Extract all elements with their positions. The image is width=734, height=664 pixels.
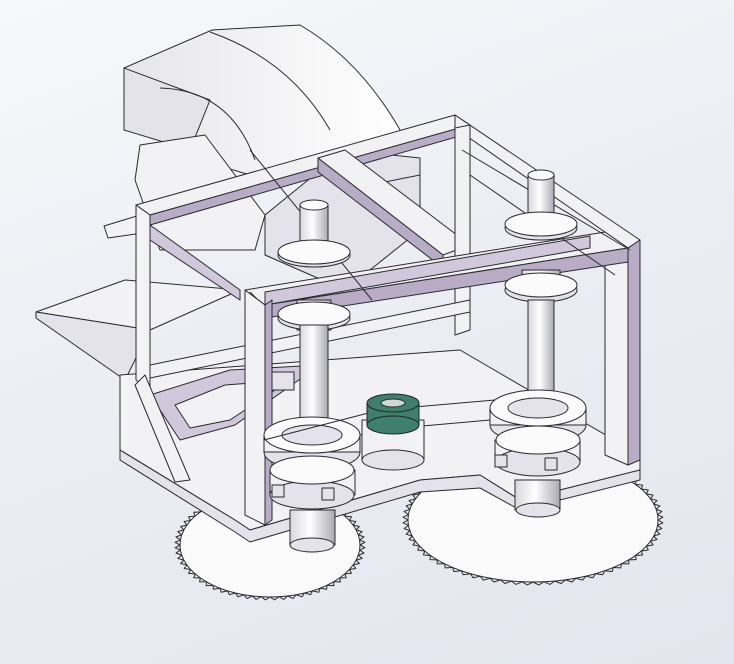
saw-tooth xyxy=(650,498,658,505)
saw-tooth xyxy=(621,559,630,565)
drive-pulley xyxy=(361,393,425,471)
saw-tooth xyxy=(470,573,481,579)
saw-tooth xyxy=(333,577,341,583)
saw-tooth xyxy=(585,573,596,579)
saw-tooth xyxy=(269,596,280,601)
saw-tooth xyxy=(180,559,188,566)
saw-tooth xyxy=(405,503,413,510)
saw-tooth xyxy=(344,515,352,521)
saw-tooth xyxy=(235,592,245,598)
saw-tooth xyxy=(219,588,228,593)
saw-tooth xyxy=(657,514,664,521)
saw-tooth xyxy=(489,577,501,583)
saw-tooth xyxy=(227,590,236,596)
saw-tooth xyxy=(252,595,262,600)
saw-tooth xyxy=(575,575,587,581)
saw-tooth xyxy=(417,545,425,552)
saw-tooth xyxy=(188,569,196,575)
saw-tooth xyxy=(402,519,409,526)
saw-tooth xyxy=(212,585,221,590)
saw-tooth xyxy=(653,503,661,510)
right-spindle xyxy=(489,169,587,518)
saw-tooth xyxy=(177,554,185,561)
saw-tooth xyxy=(646,540,654,547)
saw-tooth xyxy=(460,570,471,576)
saw-tooth xyxy=(403,524,411,532)
saw-tooth xyxy=(565,577,577,583)
saw-tooth xyxy=(403,508,411,516)
saw-tooth xyxy=(193,573,201,579)
saw-tooth xyxy=(339,573,347,579)
saw-tooth xyxy=(183,564,191,570)
saw-tooth xyxy=(412,540,420,547)
saw-tooth xyxy=(613,563,622,569)
saw-tooth xyxy=(344,569,352,575)
saw-tooth xyxy=(177,529,185,536)
saw-tooth xyxy=(199,577,207,583)
saw-tooth xyxy=(359,539,366,546)
saw-tooth xyxy=(175,534,182,541)
saw-tooth xyxy=(635,483,644,490)
saw-tooth xyxy=(412,493,420,500)
saw-tooth xyxy=(295,592,305,598)
saw-tooth xyxy=(312,588,321,593)
saw-tooth xyxy=(653,530,661,537)
saw-tooth xyxy=(205,581,213,587)
saw-tooth xyxy=(543,580,555,585)
saw-tooth xyxy=(604,567,614,573)
saw-tooth xyxy=(422,550,431,557)
saw-tooth xyxy=(408,535,416,542)
saw-tooth xyxy=(188,515,196,521)
saw-tooth xyxy=(479,575,491,581)
saw-tooth xyxy=(260,596,271,601)
saw-tooth xyxy=(319,585,328,590)
saw-tooth xyxy=(657,519,664,526)
saw-tooth xyxy=(429,555,438,561)
saw-tooth xyxy=(352,524,360,531)
saw-tooth xyxy=(402,514,409,521)
saw-tooth xyxy=(641,488,649,495)
saw-tooth xyxy=(355,529,363,536)
saw-tooth xyxy=(408,498,416,505)
saw-tooth xyxy=(500,579,512,584)
saw-tooth xyxy=(180,524,188,531)
saw-tooth xyxy=(352,559,360,566)
saw-tooth xyxy=(511,580,523,585)
saw-tooth xyxy=(655,524,663,532)
saw-tooth xyxy=(444,563,453,569)
saw-tooth xyxy=(174,544,181,551)
saw-tooth xyxy=(641,545,649,552)
saw-tooth xyxy=(278,595,288,600)
saw-tooth xyxy=(650,535,658,542)
saw-tooth xyxy=(355,554,363,561)
saw-tooth xyxy=(635,550,644,557)
saw-tooth xyxy=(243,594,253,599)
saw-tooth xyxy=(358,534,365,541)
saw-tooth xyxy=(193,511,201,517)
left-spindle xyxy=(263,199,361,553)
saw-tooth xyxy=(436,559,445,565)
saw-tooth xyxy=(327,581,335,587)
mounting-bolts xyxy=(271,371,558,501)
saw-tooth xyxy=(359,544,366,551)
saw-tooth xyxy=(358,549,365,556)
saw-tooth xyxy=(628,555,637,561)
saw-tooth xyxy=(646,493,654,500)
saw-tooth xyxy=(554,579,566,584)
saw-tooth xyxy=(174,539,181,546)
saw-tooth xyxy=(452,567,462,573)
saw-tooth xyxy=(655,508,663,516)
saw-tooth xyxy=(521,581,534,586)
saw-tooth xyxy=(287,594,297,599)
saw-tooth xyxy=(532,581,545,586)
saw-tooth xyxy=(183,520,191,526)
saw-tooth xyxy=(349,564,357,570)
saw-tooth xyxy=(304,590,313,596)
saw-tooth xyxy=(405,530,413,537)
saw-tooth xyxy=(595,570,606,576)
saw-tooth xyxy=(175,549,182,556)
saw-tooth xyxy=(349,520,357,526)
